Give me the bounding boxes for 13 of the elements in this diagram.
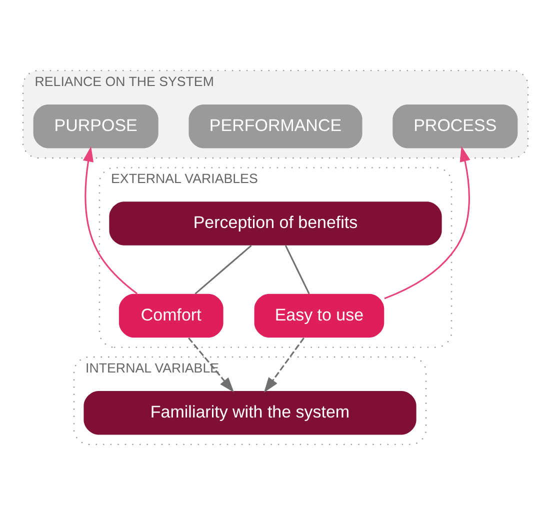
arrow — [264, 338, 304, 393]
connector — [284, 245, 310, 294]
connector — [194, 244, 252, 294]
node-box: PURPOSE — [33, 104, 158, 148]
node-box: PERFORMANCE — [188, 104, 362, 148]
node-box: Familiarity with the system — [84, 391, 416, 435]
arrow — [384, 146, 470, 300]
arrow — [188, 337, 234, 393]
node-box: Easy to use — [254, 294, 384, 338]
node-box: PROCESS — [392, 104, 518, 148]
arrow — [83, 146, 138, 294]
node-box: Perception of benefits — [109, 202, 442, 246]
node-box: Comfort — [118, 294, 224, 338]
